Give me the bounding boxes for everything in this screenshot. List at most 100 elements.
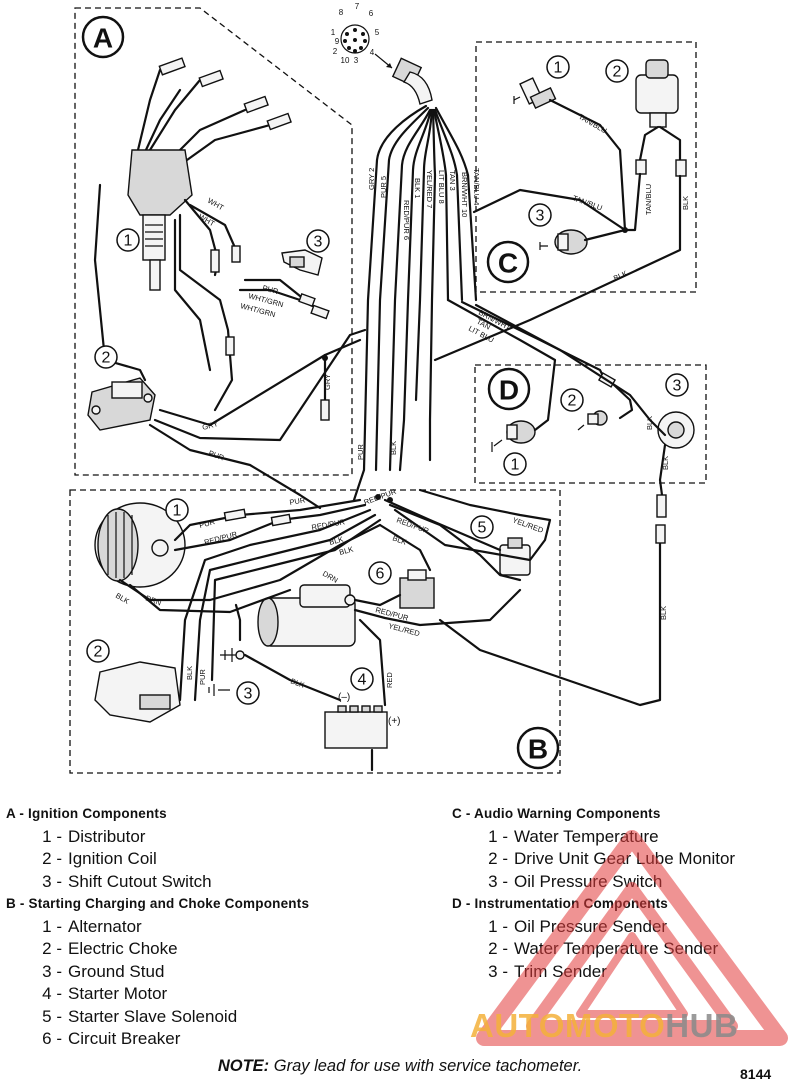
legend-item-b2: 2Electric Choke xyxy=(6,938,446,961)
svg-text:6: 6 xyxy=(369,9,374,18)
svg-text:GRY 2: GRY 2 xyxy=(367,168,376,190)
svg-text:RED/PUR: RED/PUR xyxy=(203,529,238,547)
svg-text:BLK: BLK xyxy=(185,666,194,680)
svg-text:PUR: PUR xyxy=(356,444,365,460)
legend-heading-b: B - Starting Charging and Choke Componen… xyxy=(6,896,310,911)
svg-text:BLK: BLK xyxy=(289,676,305,689)
svg-text:C: C xyxy=(498,248,518,279)
legend-item-b6: 6Circuit Breaker xyxy=(6,1028,446,1051)
svg-text:4: 4 xyxy=(370,48,375,57)
oil-pressure-switch-c xyxy=(539,229,588,255)
svg-text:1: 1 xyxy=(173,503,182,520)
gear-lube-monitor xyxy=(635,59,679,128)
section-a-label: A xyxy=(81,15,125,59)
svg-text:10: 10 xyxy=(341,56,350,65)
svg-text:RED/PUR 6: RED/PUR 6 xyxy=(402,200,411,240)
svg-text:1: 1 xyxy=(331,28,336,37)
svg-text:3: 3 xyxy=(314,234,323,251)
legend-item-b1: 1Alternator xyxy=(6,916,446,939)
shift-cutout-switch xyxy=(281,249,323,276)
svg-text:B: B xyxy=(528,734,548,765)
main-harness: GRY 2 PUR 5 RED/PUR 6 BLK 1 YEL/RED 7 LI… xyxy=(352,104,481,502)
svg-text:PUR 5: PUR 5 xyxy=(379,176,388,198)
svg-text:BLK: BLK xyxy=(612,269,629,283)
starter-motor xyxy=(257,584,356,647)
svg-text:PUR: PUR xyxy=(261,283,279,296)
svg-text:PUR: PUR xyxy=(198,517,216,530)
svg-text:LIT BLU 8: LIT BLU 8 xyxy=(437,170,446,204)
svg-text:TAN/BLU: TAN/BLU xyxy=(571,193,603,212)
svg-text:1: 1 xyxy=(124,233,133,250)
section-c-label: C xyxy=(486,240,530,284)
svg-text:TAN 3: TAN 3 xyxy=(448,170,457,191)
section-c-boundary xyxy=(475,41,697,293)
wiring-diagram: A B C D 7 8 6 1 9 5 2 4 10 3 xyxy=(69,2,707,774)
svg-text:BLK: BLK xyxy=(114,591,131,606)
legend-heading-c: C - Audio Warning Components xyxy=(452,806,661,821)
section-c-wires: TAN/BLU TAN/BLU TAN/BLU BLK BLK xyxy=(433,98,690,362)
legend-right: C - Audio Warning Components 1Water Temp… xyxy=(452,803,792,983)
svg-text:TAN/BLU 4: TAN/BLU 4 xyxy=(472,168,481,205)
svg-text:TAN/BLU: TAN/BLU xyxy=(644,184,653,215)
svg-text:PUR: PUR xyxy=(198,669,207,685)
svg-text:1: 1 xyxy=(511,457,520,474)
svg-text:BLK: BLK xyxy=(391,533,407,546)
svg-text:6: 6 xyxy=(376,566,385,583)
svg-text:BLK: BLK xyxy=(328,535,344,547)
section-b-label: B xyxy=(516,726,560,770)
water-temp-sender xyxy=(577,410,608,431)
svg-text:3: 3 xyxy=(244,686,253,703)
svg-text:TAN/BLU: TAN/BLU xyxy=(577,112,608,135)
watermark-text: AUTOMOTOHUB xyxy=(470,1007,739,1044)
figure-number: 8144 xyxy=(740,1066,772,1082)
svg-text:2: 2 xyxy=(568,393,577,410)
component-numbers-c: 1 2 3 xyxy=(528,55,629,227)
section-b-boundary xyxy=(69,489,561,774)
svg-text:DRN: DRN xyxy=(321,569,340,585)
svg-text:BLK 1: BLK 1 xyxy=(413,178,422,198)
legend-item-b4: 4Starter Motor xyxy=(6,983,446,1006)
component-numbers-a: 1 2 3 xyxy=(94,228,330,369)
svg-text:3: 3 xyxy=(354,56,359,65)
svg-text:BLK: BLK xyxy=(389,441,398,455)
section-d-wires: BRN/WHT TAN LIT BLU BLK BLK BLK xyxy=(438,298,670,707)
svg-text:7: 7 xyxy=(355,2,360,11)
svg-text:GRY: GRY xyxy=(201,419,219,432)
legend-item-b5: 5Starter Slave Solenoid xyxy=(6,1006,446,1029)
svg-text:BLK: BLK xyxy=(659,606,668,620)
svg-text:2: 2 xyxy=(613,64,622,81)
distributor xyxy=(127,57,292,291)
ignition-coil xyxy=(87,377,156,431)
svg-text:PUR: PUR xyxy=(207,448,226,462)
legend-item-c1: 1Water Temperature xyxy=(452,826,792,849)
legend-item-a1: 1Distributor xyxy=(6,826,446,849)
svg-text:D: D xyxy=(499,375,519,406)
svg-text:4: 4 xyxy=(358,672,367,689)
alternator xyxy=(94,502,186,588)
legend-item-d3: 3Trim Sender xyxy=(452,961,792,984)
legend-item-c2: 2Drive Unit Gear Lube Monitor xyxy=(452,848,792,871)
circuit-breaker xyxy=(399,569,435,609)
svg-text:9: 9 xyxy=(335,37,340,46)
svg-text:2: 2 xyxy=(102,350,111,367)
legend-item-b3: 3Ground Stud xyxy=(6,961,446,984)
svg-text:5: 5 xyxy=(478,520,487,537)
svg-text:WHT: WHT xyxy=(206,196,226,213)
legend-item-a2: 2Ignition Coil xyxy=(6,848,446,871)
svg-text:3: 3 xyxy=(673,378,682,395)
svg-text:BLK: BLK xyxy=(661,456,670,470)
svg-text:PUR: PUR xyxy=(289,495,307,507)
battery: (–) (+) xyxy=(324,692,401,749)
svg-text:YEL/RED 7: YEL/RED 7 xyxy=(425,170,434,208)
legend-heading-a: A - Ignition Components xyxy=(6,806,167,821)
legend-item-c3: 3Oil Pressure Switch xyxy=(452,871,792,894)
svg-text:8: 8 xyxy=(339,8,344,17)
svg-text:2: 2 xyxy=(333,47,338,56)
svg-text:GRY: GRY xyxy=(323,374,332,390)
svg-text:RED/PUR: RED/PUR xyxy=(311,517,346,532)
harness-plug xyxy=(391,57,433,105)
svg-text:(+): (+) xyxy=(388,716,401,727)
component-numbers-d: 1 2 3 xyxy=(503,373,689,476)
connector-pinout: 7 8 6 1 9 5 2 4 10 3 xyxy=(331,2,393,69)
svg-text:3: 3 xyxy=(536,208,545,225)
